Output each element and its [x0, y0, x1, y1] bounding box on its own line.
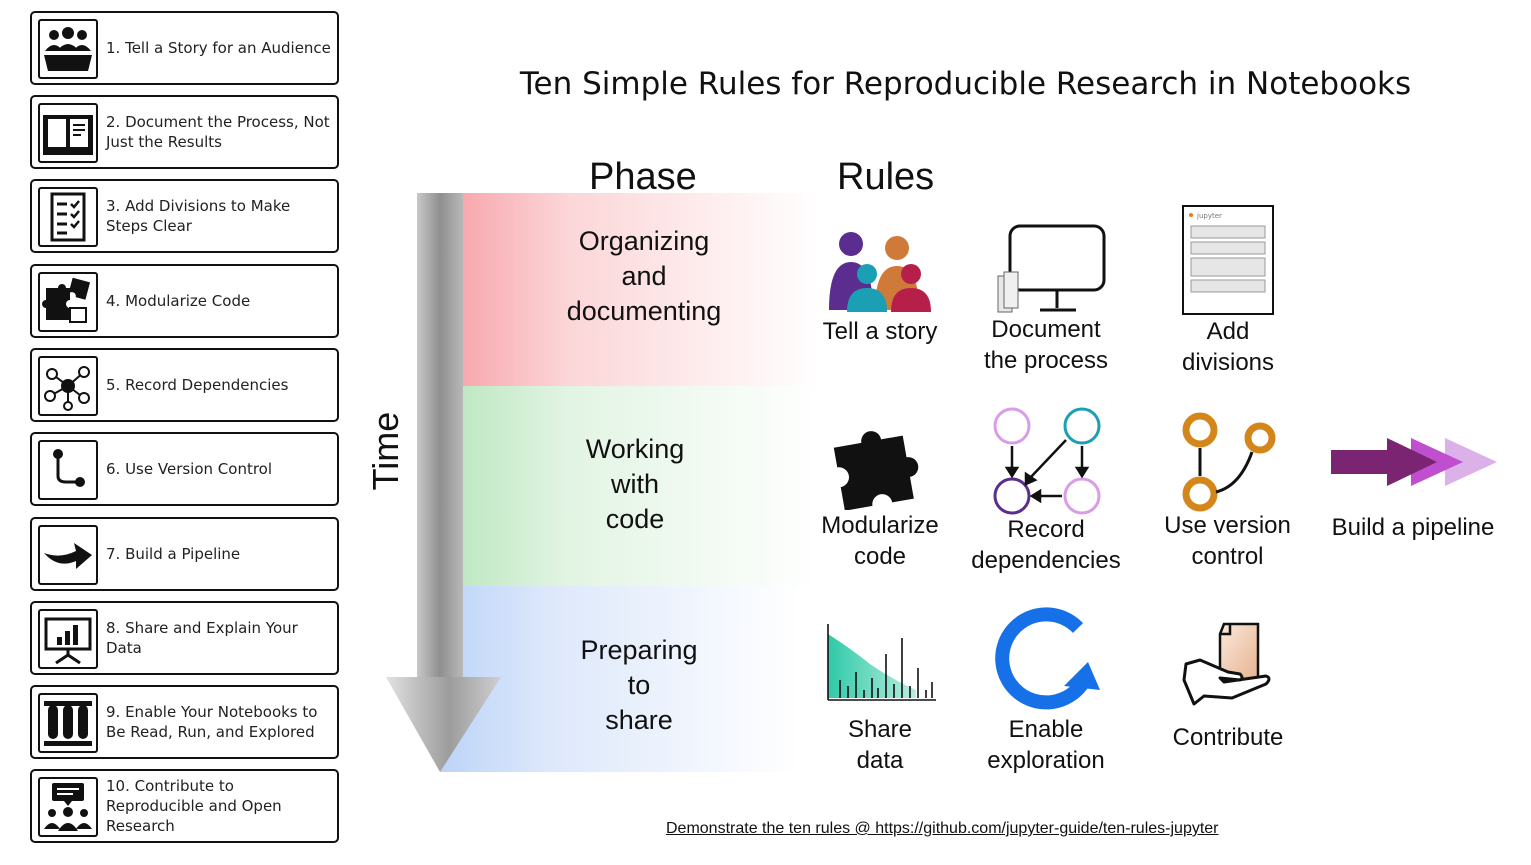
test-tubes-icon	[38, 693, 98, 753]
rule-tell-a-story: Tell a story	[805, 226, 955, 347]
time-label: Time	[365, 411, 406, 491]
rule-card-6: 6. Use Version Control	[30, 432, 339, 506]
rule-label-8: 8. Share and Explain Your Data	[106, 619, 298, 657]
audience-icon	[38, 19, 98, 79]
rule-contribute: Contribute	[1158, 620, 1298, 753]
rule-caption-line: exploration	[987, 747, 1105, 774]
rule-label-10: 10. Contribute to Reproducible and Open …	[106, 777, 282, 835]
phase-header: Phase	[589, 156, 697, 198]
phase-label-line: share	[605, 705, 673, 735]
rule-enable-exploration: Enable exploration	[966, 606, 1126, 776]
rule-card-1: 1. Tell a Story for an Audience	[30, 11, 339, 85]
phase-label-line: Preparing	[580, 635, 698, 665]
rule-label-4: 4. Modularize Code	[106, 292, 251, 310]
rule-use-version-control: Use version control	[1150, 410, 1305, 572]
time-arrow-icon	[386, 193, 501, 772]
rule-caption-line: data	[856, 747, 904, 774]
dependency-graph-icon	[993, 407, 1101, 515]
phase-band-organizing	[460, 193, 820, 386]
phase-band-sharing	[440, 586, 800, 772]
phase-label-line: and	[621, 261, 667, 291]
rule-caption-line: dependencies	[971, 547, 1121, 574]
rule-caption-line: code	[853, 543, 907, 570]
rule-label-1: 1. Tell a Story for an Audience	[106, 39, 331, 57]
rule-caption-line: Document	[991, 316, 1101, 343]
checklist-icon	[38, 187, 98, 247]
phase-label-preparing: Preparing to share	[549, 633, 729, 738]
repository-link[interactable]: Demonstrate the ten rules @ https://gith…	[666, 820, 1219, 837]
people-icon	[829, 232, 931, 312]
rule-caption-line: divisions	[1181, 349, 1275, 376]
jupyter-badge: jupyter	[1196, 212, 1222, 220]
rule-caption-line: Share	[847, 716, 913, 743]
monitor-icon	[997, 224, 1106, 313]
rule-modularize-code: Modularize code	[805, 418, 955, 572]
phase-label-line: with	[610, 469, 659, 499]
version-branch-icon	[1182, 412, 1275, 512]
rule-caption-line: Record	[1007, 516, 1085, 543]
rule-label-9: 9. Enable Your Notebooks to Be Read, Run…	[106, 703, 318, 741]
rule-label-5: 5. Record Dependencies	[106, 376, 289, 394]
diagram-title: Ten Simple Rules for Reproducible Resear…	[519, 66, 1412, 102]
spectrum-chart-icon	[827, 624, 936, 701]
rule-build-a-pipeline: Build a pipeline	[1318, 434, 1508, 543]
rule-card-3: 3. Add Divisions to Make Steps Clear	[30, 179, 339, 253]
rule-label-6: 6. Use Version Control	[106, 460, 273, 478]
branch-icon	[38, 440, 98, 500]
rule-caption-line: Enable	[1008, 716, 1084, 743]
phase-label-line: code	[605, 504, 665, 534]
rule-caption-line: Tell a story	[822, 318, 938, 345]
rule-label-2: 2. Document the Process, Not Just the Re…	[106, 113, 330, 151]
phase-label-line: to	[627, 670, 651, 700]
rule-share-data: Share data	[805, 620, 955, 776]
rule-caption-line: Contribute	[1172, 724, 1284, 751]
presentation-icon	[38, 609, 98, 669]
rule-caption-line: Build a pipeline	[1331, 514, 1495, 541]
rule-card-10: 10. Contribute to Reproducible and Open …	[30, 769, 339, 843]
rule-caption-line: the process	[983, 347, 1109, 374]
rule-label-3: 3. Add Divisions to Make Steps Clear	[106, 197, 291, 235]
phase-label-organizing: Organizing and documenting	[554, 224, 734, 329]
refresh-icon	[995, 607, 1100, 710]
rule-caption-line: Modularize	[821, 512, 939, 539]
phase-label-line: Organizing	[578, 226, 710, 256]
rule-card-9: 9. Enable Your Notebooks to Be Read, Run…	[30, 685, 339, 759]
network-icon	[38, 356, 98, 416]
phase-label-working: Working with code	[545, 432, 725, 537]
phase-band-working	[460, 386, 820, 586]
rule-card-8: 8. Share and Explain Your Data	[30, 601, 339, 675]
book-icon	[38, 103, 98, 163]
rule-add-divisions: jupyter Add divisions	[1158, 204, 1298, 378]
hand-document-icon	[1182, 622, 1271, 706]
phase-label-line: documenting	[566, 296, 722, 326]
rule-card-5: 5. Record Dependencies	[30, 348, 339, 422]
rule-record-dependencies: Record dependencies	[966, 406, 1126, 576]
notebook-icon: jupyter	[1182, 205, 1274, 315]
puzzle-icon	[38, 272, 98, 332]
pipeline-arrows-icon	[1331, 438, 1497, 486]
puzzle-piece-icon	[833, 431, 919, 510]
rule-document-the-process: Document the process	[966, 222, 1126, 376]
rule-caption-line: control	[1191, 543, 1264, 570]
community-icon	[38, 777, 98, 837]
rule-card-2: 2. Document the Process, Not Just the Re…	[30, 95, 339, 169]
rule-label-7: 7. Build a Pipeline	[106, 545, 241, 563]
arrow-icon	[38, 525, 98, 585]
rules-header: Rules	[837, 156, 935, 198]
rule-card-4: 4. Modularize Code	[30, 264, 339, 338]
rule-caption-line: Add	[1206, 318, 1250, 345]
rule-card-7: 7. Build a Pipeline	[30, 517, 339, 591]
phase-label-line: Working	[585, 434, 685, 464]
rule-caption-line: Use version	[1164, 512, 1291, 539]
